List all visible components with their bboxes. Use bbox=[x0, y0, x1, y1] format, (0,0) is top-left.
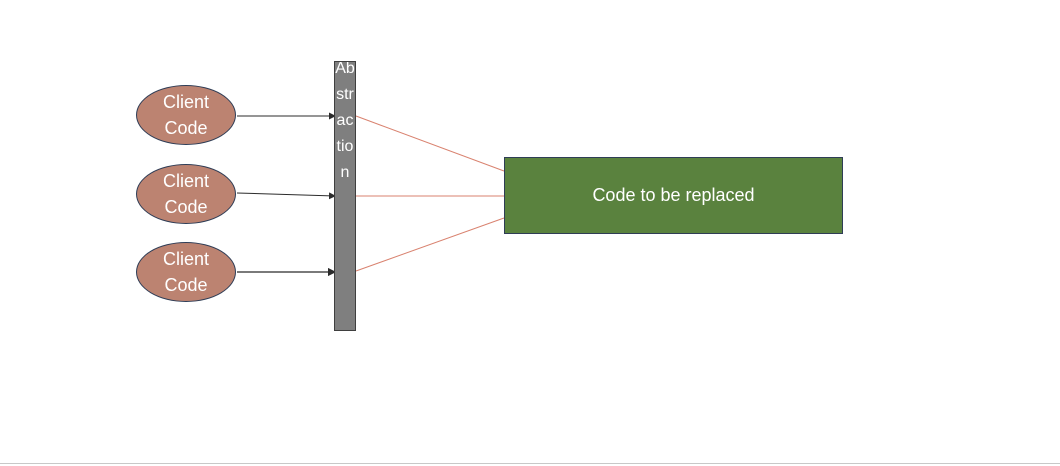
bottom-divider bbox=[0, 463, 1060, 464]
code-to-be-replaced-label: Code to be replaced bbox=[592, 185, 755, 205]
abstraction-layer: Abstraction bbox=[334, 61, 356, 331]
client-2-arrow bbox=[236, 192, 336, 200]
client-code-node: Client Code bbox=[136, 85, 236, 145]
client-code-node: Client Code bbox=[136, 242, 236, 302]
abstraction-link-top bbox=[355, 115, 505, 172]
client-code-label: Client Code bbox=[162, 92, 210, 138]
client-code-label: Client Code bbox=[162, 249, 210, 295]
abstraction-label: Abstraction bbox=[335, 61, 355, 181]
client-code-label: Client Code bbox=[162, 171, 210, 217]
abstraction-link-bottom bbox=[355, 217, 505, 272]
client-code-node: Client Code bbox=[136, 164, 236, 224]
code-to-be-replaced-box: Code to be replaced bbox=[504, 157, 843, 234]
